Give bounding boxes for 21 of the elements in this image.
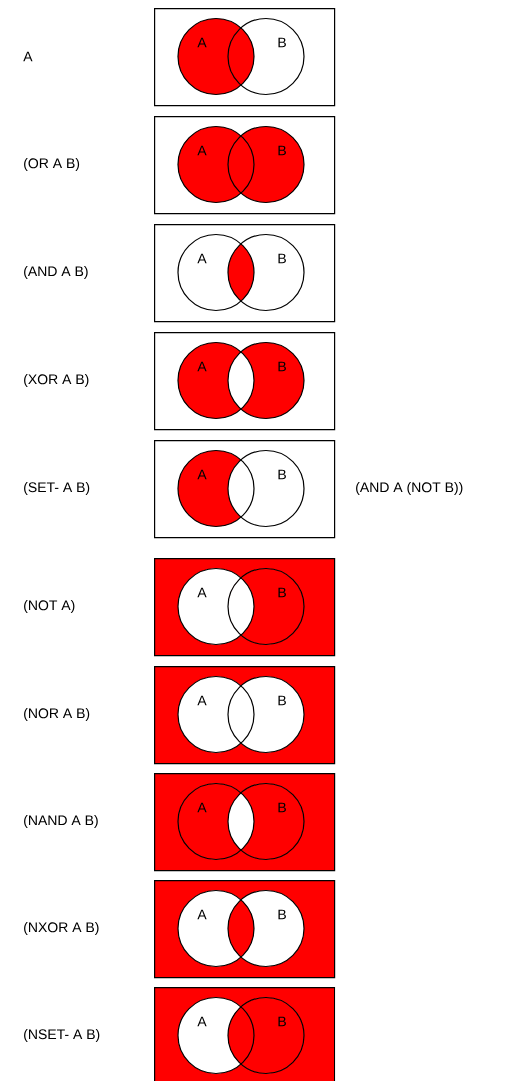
venn-panel <box>154 666 336 765</box>
expression-label: (NXOR A B) <box>24 921 99 935</box>
venn-panel <box>154 224 336 323</box>
venn-panel <box>154 8 336 107</box>
venn-panel <box>154 440 336 539</box>
venn-panel <box>154 773 336 872</box>
expression-label: (XOR A B) <box>24 373 89 387</box>
venn-panel <box>154 558 336 657</box>
venn-panel <box>154 332 336 431</box>
expression-label: (OR A B) <box>24 157 80 171</box>
expression-label: (NAND A B) <box>24 814 98 828</box>
expression-label: (NOT A) <box>24 599 75 613</box>
venn-panel <box>154 987 336 1081</box>
expression-label: (AND A B) <box>24 265 88 279</box>
venn-panel <box>154 116 336 215</box>
expression-label: (SET- A B) <box>24 481 90 495</box>
venn-panel <box>154 880 336 979</box>
expression-label: A <box>23 51 33 62</box>
equivalent-expression: (AND A (NOT B)) <box>356 481 463 495</box>
expression-label: (NOR A B) <box>24 707 90 721</box>
expression-label: (NSET- A B) <box>24 1028 100 1042</box>
